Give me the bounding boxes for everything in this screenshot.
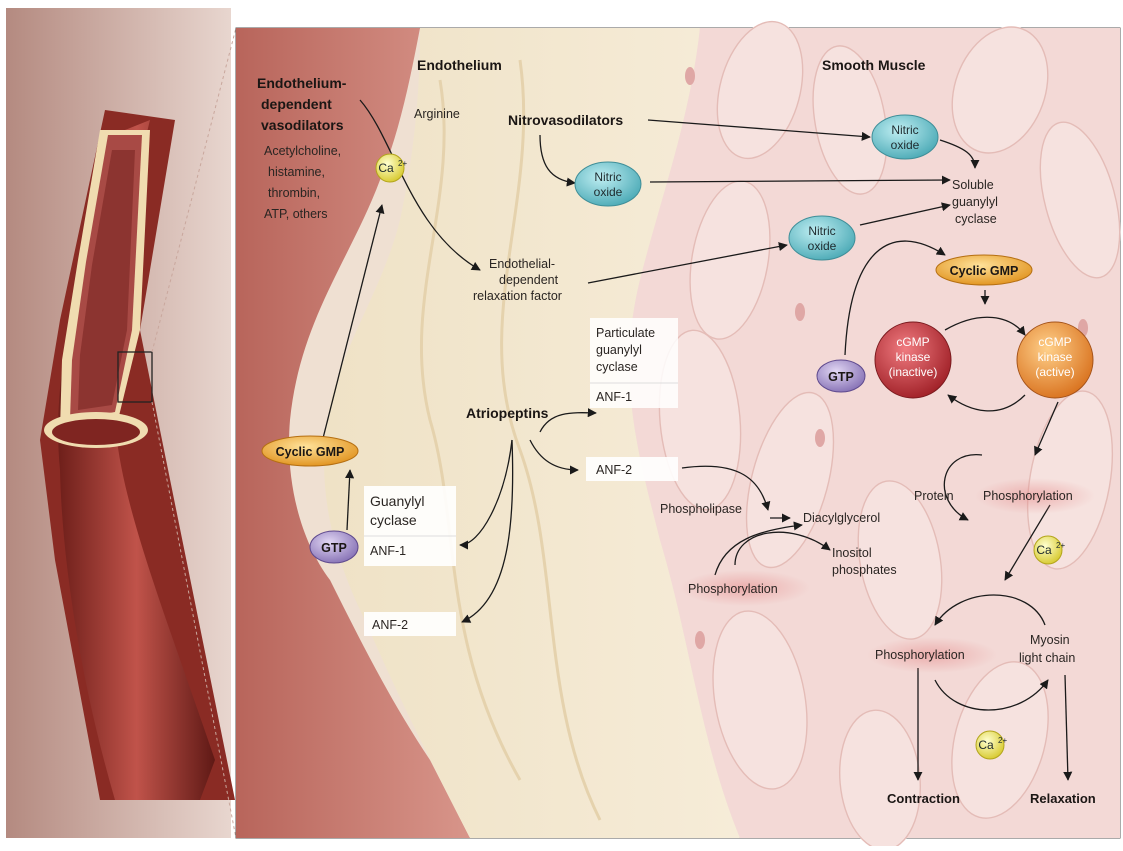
vasodilator-list-4: ATP, others bbox=[264, 207, 327, 221]
phosphorylation-lower-label: Phosphorylation bbox=[875, 648, 965, 662]
vasodilator-list-2: histamine, bbox=[268, 165, 325, 179]
kinase-active-line-2: kinase bbox=[1038, 350, 1073, 364]
anf2-box-lower: ANF-2 bbox=[364, 612, 456, 636]
kinase-inactive-line-3: (inactive) bbox=[889, 365, 938, 379]
nitric-oxide-node-center: Nitric oxide bbox=[575, 162, 641, 206]
particulate-gc-line-3: cyclase bbox=[596, 360, 638, 374]
kinase-active-line-3: (active) bbox=[1035, 365, 1074, 379]
nitric-oxide-node-top-right: Nitric oxide bbox=[872, 115, 938, 159]
calcium-upper-superscript: 2+ bbox=[1056, 541, 1065, 550]
guanylyl-cyclase-line-1: Guanylyl bbox=[370, 493, 424, 509]
guanylyl-cyclase-line-2: cyclase bbox=[370, 512, 417, 528]
gtp-muscle-label: GTP bbox=[828, 370, 854, 384]
gtp-endo-label: GTP bbox=[321, 541, 347, 555]
nitric-oxide-lower-line-1: Nitric bbox=[808, 224, 835, 238]
vasodilator-list-1: Acetylcholine, bbox=[264, 144, 341, 158]
kinase-inactive-node: cGMP kinase (inactive) bbox=[875, 322, 951, 398]
edrf-line-2: dependent bbox=[499, 273, 559, 287]
phosphorylation-middle-label: Phosphorylation bbox=[688, 582, 778, 596]
gtp-node-endothelium: GTP bbox=[310, 531, 358, 563]
inositol-line-1: Inositol bbox=[832, 546, 872, 560]
nitrovasodilators-label: Nitrovasodilators bbox=[508, 112, 623, 128]
phospholipase-label: Phospholipase bbox=[660, 502, 742, 516]
edrf-line-1: Endothelial- bbox=[489, 257, 555, 271]
myosin-line-1: Myosin bbox=[1030, 633, 1070, 647]
soluble-gc-line-3: cyclase bbox=[955, 212, 997, 226]
inositol-line-2: phosphates bbox=[832, 563, 897, 577]
kinase-inactive-line-1: cGMP bbox=[896, 335, 929, 349]
contraction-label: Contraction bbox=[887, 791, 960, 806]
myosin-line-2: light chain bbox=[1019, 651, 1075, 665]
protein-label: Protein bbox=[914, 489, 954, 503]
endo-vasodilators-title-3: vasodilators bbox=[261, 117, 344, 133]
calcium-lower-superscript: 2+ bbox=[998, 736, 1007, 745]
soluble-gc-line-2: guanylyl bbox=[952, 195, 998, 209]
cyclic-gmp-muscle-label: Cyclic GMP bbox=[950, 264, 1019, 278]
endo-vasodilators-title-2: dependent bbox=[261, 96, 332, 112]
edrf-line-3: relaxation factor bbox=[473, 289, 562, 303]
nitric-oxide-lower-line-2: oxide bbox=[808, 239, 837, 253]
cyclic-gmp-node-muscle: Cyclic GMP bbox=[936, 255, 1032, 285]
cyclic-gmp-endo-label: Cyclic GMP bbox=[276, 445, 345, 459]
particulate-gc-line-1: Particulate bbox=[596, 326, 655, 340]
soluble-guanylyl-cyclase-label: Soluble guanylyl cyclase bbox=[952, 178, 998, 226]
arginine-label: Arginine bbox=[414, 107, 460, 121]
nitric-oxide-top-line-1: Nitric bbox=[891, 123, 918, 137]
smooth-muscle-header: Smooth Muscle bbox=[822, 57, 926, 73]
vasodilator-list-3: thrombin, bbox=[268, 186, 320, 200]
anf2-label-lower: ANF-2 bbox=[372, 618, 408, 632]
anf1-label-lower: ANF-1 bbox=[370, 544, 406, 558]
calcium-endo-superscript: 2+ bbox=[398, 159, 407, 168]
soluble-gc-line-1: Soluble bbox=[952, 178, 994, 192]
anf1-label-upper: ANF-1 bbox=[596, 390, 632, 404]
endo-vasodilators-title-1: Endothelium- bbox=[257, 75, 347, 91]
atriopeptins-label: Atriopeptins bbox=[466, 405, 549, 421]
particulate-gc-line-2: guanylyl bbox=[596, 343, 642, 357]
cyclic-gmp-node-endothelium: Cyclic GMP bbox=[262, 436, 358, 466]
calcium-upper-label: Ca bbox=[1036, 543, 1052, 557]
kinase-active-node: cGMP kinase (active) bbox=[1017, 322, 1093, 398]
nitric-oxide-center-line-1: Nitric bbox=[594, 170, 621, 184]
kinase-active-line-1: cGMP bbox=[1038, 335, 1071, 349]
guanylyl-cyclase-box: Guanylyl cyclase ANF-1 bbox=[364, 486, 456, 566]
anf2-label-right: ANF-2 bbox=[596, 463, 632, 477]
relaxation-label: Relaxation bbox=[1030, 791, 1096, 806]
particulate-gc-box: Particulate guanylyl cyclase ANF-1 bbox=[590, 318, 678, 408]
nitric-oxide-top-line-2: oxide bbox=[891, 138, 920, 152]
calcium-lower-label: Ca bbox=[978, 738, 994, 752]
phosphorylation-right-label: Phosphorylation bbox=[983, 489, 1073, 503]
anf2-box-right: ANF-2 bbox=[586, 457, 678, 481]
nitric-oxide-node-lower-right: Nitric oxide bbox=[789, 216, 855, 260]
calcium-endo-label: Ca bbox=[378, 161, 394, 175]
kinase-inactive-line-2: kinase bbox=[896, 350, 931, 364]
diacylglycerol-label: Diacylglycerol bbox=[803, 511, 880, 525]
nitric-oxide-center-line-2: oxide bbox=[594, 185, 623, 199]
endothelium-header: Endothelium bbox=[417, 57, 502, 73]
gtp-node-muscle: GTP bbox=[817, 360, 865, 392]
